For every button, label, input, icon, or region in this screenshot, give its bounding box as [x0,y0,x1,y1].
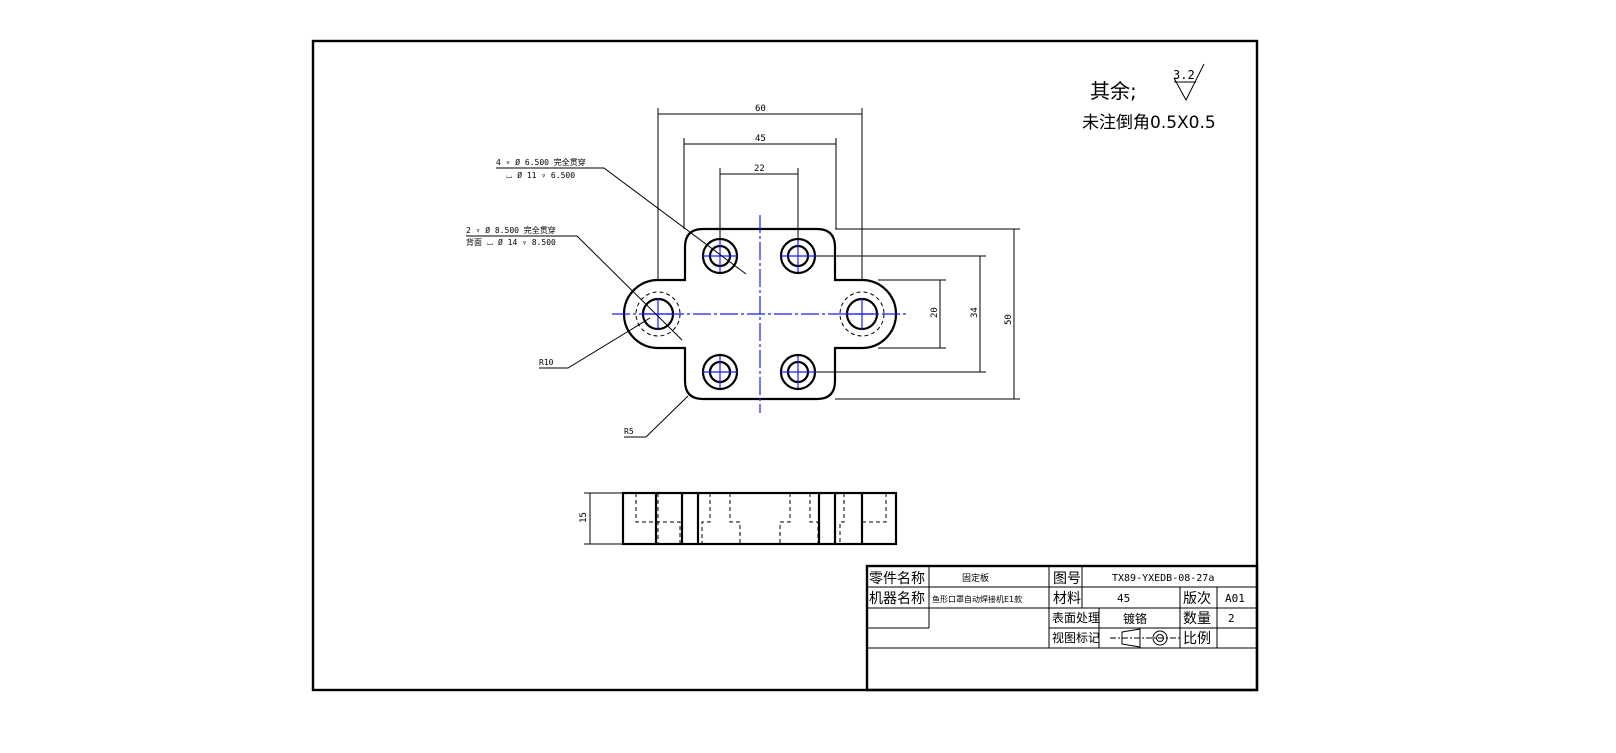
dim-60: 60 [657,104,863,280]
part-name-label: 零件名称 [869,571,925,587]
callout-r10: R10 [539,317,651,369]
chamfer-note: 未注倒角0.5X0.5 [1082,113,1216,133]
remaining-label: 其余; [1090,79,1137,103]
drawing-no-value: TX89-YXEDB-08-27a [1112,573,1214,584]
dim-50: 50 [835,228,1020,400]
callout-small-holes: 4 ▿ Ø 6.500 完全贯穿 ⌴ Ø 11 ▿ 6.500 [496,157,747,275]
drawing-no-label: 图号 [1053,571,1081,587]
quantity-value: 2 [1228,612,1235,625]
revision-label: 版次 [1183,591,1211,607]
material-label: 材料 [1053,591,1081,607]
callout-small-line1: 4 ▿ Ø 6.500 完全贯穿 [496,157,586,167]
dim-45-label: 45 [755,134,766,144]
title-block: 零件名称 固定板 图号 TX89-YXEDB-08-27a 机器名称 鱼形口罩自… [865,564,1259,692]
dim-15: 15 [579,492,623,545]
dim-20-label: 20 [930,307,940,318]
revision-value: A01 [1225,592,1245,605]
callout-large-line1: 2 ▿ Ø 8.500 完全贯穿 [466,225,556,235]
machine-name-value: 鱼形口罩自动焊接机E1款 [932,594,1022,604]
r10-label: R10 [539,358,554,367]
sheet-frame [311,39,1259,692]
callout-large-line2: 背面 ⌴ Ø 14 ▿ 8.500 [466,237,556,247]
material-value: 45 [1117,592,1130,605]
scale-label: 比例 [1183,631,1211,647]
general-notes: 其余; 3.2 未注倒角0.5X0.5 [1082,63,1216,133]
callout-r5: R5 [624,395,689,438]
callout-large-holes: 2 ▿ Ø 8.500 完全贯穿 背面 ⌴ Ø 14 ▿ 8.500 [466,225,683,341]
part-name-value: 固定板 [962,572,989,584]
dim-34: 34 [816,255,986,373]
dim-15-label: 15 [579,512,589,523]
surface-value: 镀铬 [1123,611,1147,626]
machine-name-label: 机器名称 [869,591,925,607]
view-mark-label: 视图标记 [1052,630,1100,645]
quantity-label: 数量 [1183,611,1211,627]
top-view: 60 45 22 20 34 [466,104,1020,438]
surface-label: 表面处理 [1052,611,1100,625]
side-view: 15 [579,491,898,546]
part-outline [622,227,898,401]
dim-20: 20 [878,279,946,349]
dim-60-label: 60 [755,104,766,114]
dim-34-label: 34 [970,307,980,318]
third-angle-projection-icon [1110,628,1180,648]
dim-45: 45 [683,134,837,229]
roughness-symbol-icon [1173,63,1205,102]
dim-22-label: 22 [754,164,765,174]
roughness-value: 3.2 [1173,68,1195,82]
r5-label: R5 [624,427,634,436]
callout-small-line2: ⌴ Ø 11 ▿ 6.500 [506,170,575,180]
dim-50-label: 50 [1004,314,1014,325]
dim-22: 22 [719,164,799,240]
